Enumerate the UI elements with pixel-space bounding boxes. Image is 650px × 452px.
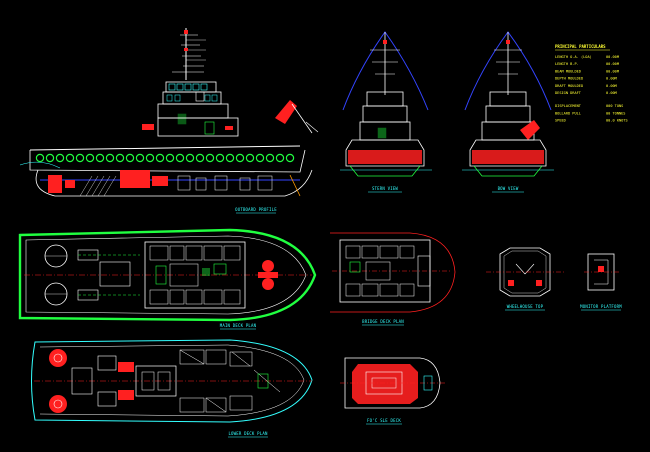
fender-tyre: [165, 153, 175, 163]
particulars-row-value: 00 TONNES: [606, 111, 625, 115]
fender-tyre: [65, 153, 75, 163]
fender-tyre: [245, 153, 255, 163]
main-deck-caption: MAIN DECK PLAN: [220, 323, 257, 328]
particulars-row-value: 0.00M: [606, 91, 618, 95]
particulars-row-value: 00.00M: [606, 55, 620, 59]
particulars-row-label: LENGTH O.A. (LOA): [555, 55, 592, 59]
fender-tyre: [285, 153, 295, 163]
fender-tyre: [195, 153, 205, 163]
fender-tyre: [125, 153, 135, 163]
fender-tyre: [45, 153, 55, 163]
bow-view-caption: BOW VIEW: [498, 186, 519, 191]
fender-tyre: [135, 153, 145, 163]
particulars-row-label: SPEED: [555, 119, 566, 123]
principal-particulars-table: PRINCIPAL PARTICULARS LENGTH O.A. (LOA) 0…: [555, 44, 628, 123]
stern-view-caption: STERN VIEW: [372, 186, 398, 191]
particulars-row-value: 0.00M: [606, 84, 618, 88]
particulars-row-value: 00.00M: [606, 62, 620, 66]
fo-c-sle-deck-caption: FO'C SLE DECK: [367, 418, 401, 423]
wheelhouse-top-plan: WHEELHOUSE TOP: [486, 247, 566, 311]
fender-tyre: [265, 153, 275, 163]
fender-tyre: [235, 153, 245, 163]
fender-tyre: [275, 153, 285, 163]
particulars-row-value: 00.00M: [606, 69, 620, 73]
fender-tyre: [175, 153, 185, 163]
fender-tyre: [185, 153, 195, 163]
fender-tyre: [215, 153, 225, 163]
fender-tyre: [95, 153, 105, 163]
fender-row: [35, 153, 295, 163]
profile-caption: OUTBOARD PROFILE: [235, 207, 277, 212]
particulars-title: PRINCIPAL PARTICULARS: [555, 44, 606, 49]
fo-c-sle-deck-plan: FO'C SLE DECK: [340, 357, 446, 425]
particulars-row-value: 000 TONS: [606, 104, 623, 108]
monitor-platform-caption: MONITOR PLATFORM: [580, 304, 622, 309]
fender-tyre: [75, 153, 85, 163]
particulars-row-label: LENGTH B.P.: [555, 62, 579, 66]
fender-tyre: [145, 153, 155, 163]
fender-tyre: [205, 153, 215, 163]
bridge-deck-caption: BRIDGE DECK PLAN: [362, 319, 404, 324]
fender-tyre: [115, 153, 125, 163]
particulars-row-label: BOLLARD PULL: [555, 111, 581, 115]
fender-tyre: [155, 153, 165, 163]
bow-view: BOW VIEW: [462, 31, 554, 193]
main-deck-plan: MAIN DECK PLAN: [18, 228, 317, 330]
particulars-row-label: DEPTH MOULDED: [555, 77, 583, 81]
bridge-deck-plan: BRIDGE DECK PLAN: [330, 232, 456, 326]
lower-deck-caption: LOWER DECK PLAN: [228, 431, 268, 436]
particulars-row-value: 00.0 KNOTS: [606, 119, 628, 123]
monitor-platform-plan: MONITOR PLATFORM: [580, 253, 622, 311]
stern-view: STERN VIEW: [340, 31, 432, 193]
fender-tyre: [85, 153, 95, 163]
fender-tyre: [255, 153, 265, 163]
fender-tyre: [55, 153, 65, 163]
lower-deck-plan: LOWER DECK PLAN: [31, 339, 313, 438]
particulars-row-value: 0.00M: [606, 77, 618, 81]
particulars-row-label: BEAM MOULDED: [555, 69, 581, 73]
outboard-profile-view: OUTBOARD PROFILE: [19, 28, 319, 214]
particulars-row-label: DISPLACEMENT: [555, 104, 582, 108]
particulars-row-label: DESIGN DRAFT: [555, 91, 582, 95]
fender-tyre: [35, 153, 45, 163]
fender-tyre: [105, 153, 115, 163]
wheelhouse-top-caption: WHEELHOUSE TOP: [507, 304, 544, 309]
particulars-row-label: DRAFT MOULDED: [555, 84, 583, 88]
fender-tyre: [225, 153, 235, 163]
